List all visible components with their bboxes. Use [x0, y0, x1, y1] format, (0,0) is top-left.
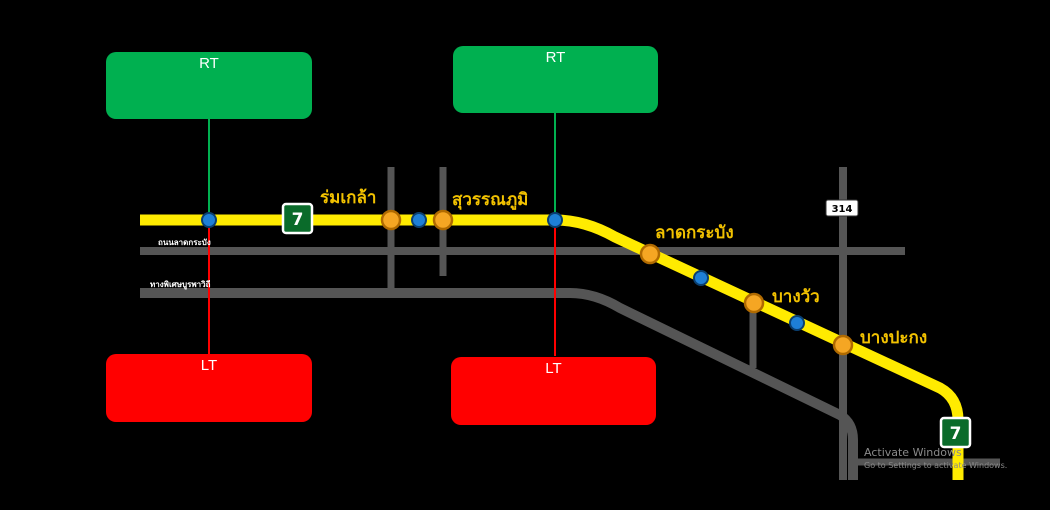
- station-marker-suvarnabhumi[interactable]: [432, 209, 454, 231]
- midpoint-marker: [411, 212, 427, 228]
- lt-box-right-label: LT: [545, 360, 562, 377]
- lt-box-left-label: LT: [200, 357, 218, 374]
- road-label-ladkrabang: ถนนลาดกระบัง: [158, 238, 211, 247]
- lt-box-left[interactable]: LT: [106, 354, 312, 422]
- activate-windows-watermark: Activate Windows Go to Settings to activ…: [864, 446, 1007, 470]
- watermark-title: Activate Windows: [864, 446, 962, 459]
- midpoint-marker: [693, 270, 709, 286]
- midpoint-marker: [789, 315, 805, 331]
- rt-box-right-label: RT: [545, 49, 566, 66]
- motorway-7-line: [140, 214, 964, 480]
- stations: [380, 209, 854, 356]
- midpoints: [201, 212, 805, 331]
- station-marker-romklao[interactable]: [380, 209, 402, 231]
- midpoint-marker: [547, 212, 563, 228]
- shield-a-number: 7: [292, 210, 304, 230]
- rt-box-left-label: RT: [199, 55, 219, 72]
- road-burapha-withi: [140, 288, 858, 480]
- shield-b-number: 7: [950, 424, 962, 444]
- watermark-subtitle: Go to Settings to activate Windows.: [864, 461, 1008, 470]
- motorway-shield-a: 7: [281, 202, 314, 235]
- motorway-shield-b: 7: [939, 416, 972, 449]
- road-network: [140, 167, 1000, 480]
- station-label-suvarnabhumi: สุวรรณภูมิ: [452, 190, 528, 211]
- road-label-burapha-withi: ทางพิเศษบูรพาวิถี: [150, 279, 211, 290]
- route-314-shield: 314: [825, 199, 859, 217]
- station-marker-bangpakong[interactable]: [832, 334, 854, 356]
- midpoint-marker: [201, 212, 217, 228]
- lt-box-right[interactable]: LT: [451, 357, 656, 425]
- station-label-ladkrabang: ลาดกระบัง: [655, 223, 734, 243]
- station-label-bangpakong: บางปะกง: [860, 328, 927, 348]
- station-label-romklao: ร่มเกล้า: [320, 188, 376, 208]
- rt-box-right[interactable]: RT: [453, 46, 658, 113]
- route-314-number: 314: [832, 204, 853, 215]
- station-marker-ladkrabang[interactable]: [639, 243, 661, 265]
- station-marker-bangwua[interactable]: [743, 292, 765, 314]
- rt-box-left[interactable]: RT: [106, 52, 312, 119]
- station-label-bangwua: บางวัว: [772, 287, 820, 307]
